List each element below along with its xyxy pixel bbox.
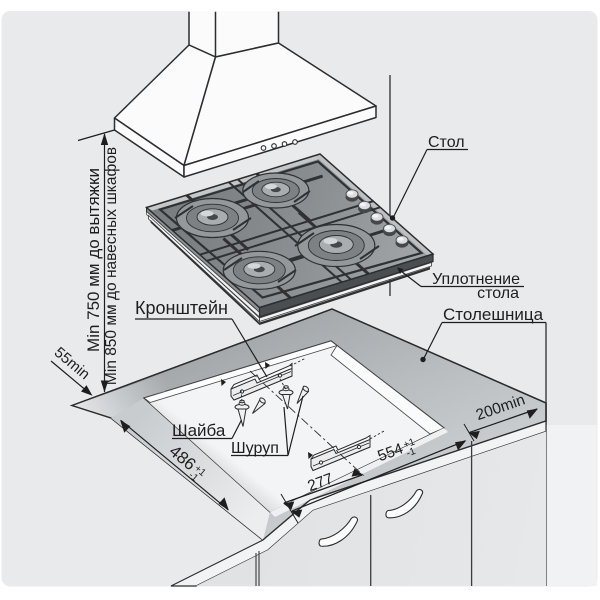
svg-text:Кронштейн: Кронштейн: [135, 298, 228, 318]
svg-text:Шайба: Шайба: [172, 421, 226, 440]
svg-text:Min 750 мм до вытяжки: Min 750 мм до вытяжки: [84, 168, 103, 352]
svg-text:стола: стола: [477, 285, 519, 302]
svg-text:Столешница: Столешница: [443, 305, 544, 324]
svg-text:Стол: Стол: [428, 134, 465, 151]
svg-text:-1: -1: [405, 446, 418, 460]
svg-text:Min 850 мм до навесных шкафов: Min 850 мм до навесных шкафов: [103, 147, 120, 385]
svg-text:+1: +1: [402, 437, 417, 451]
svg-text:Уплотнение: Уплотнение: [432, 271, 520, 288]
svg-text:Шуруп: Шуруп: [231, 440, 279, 457]
